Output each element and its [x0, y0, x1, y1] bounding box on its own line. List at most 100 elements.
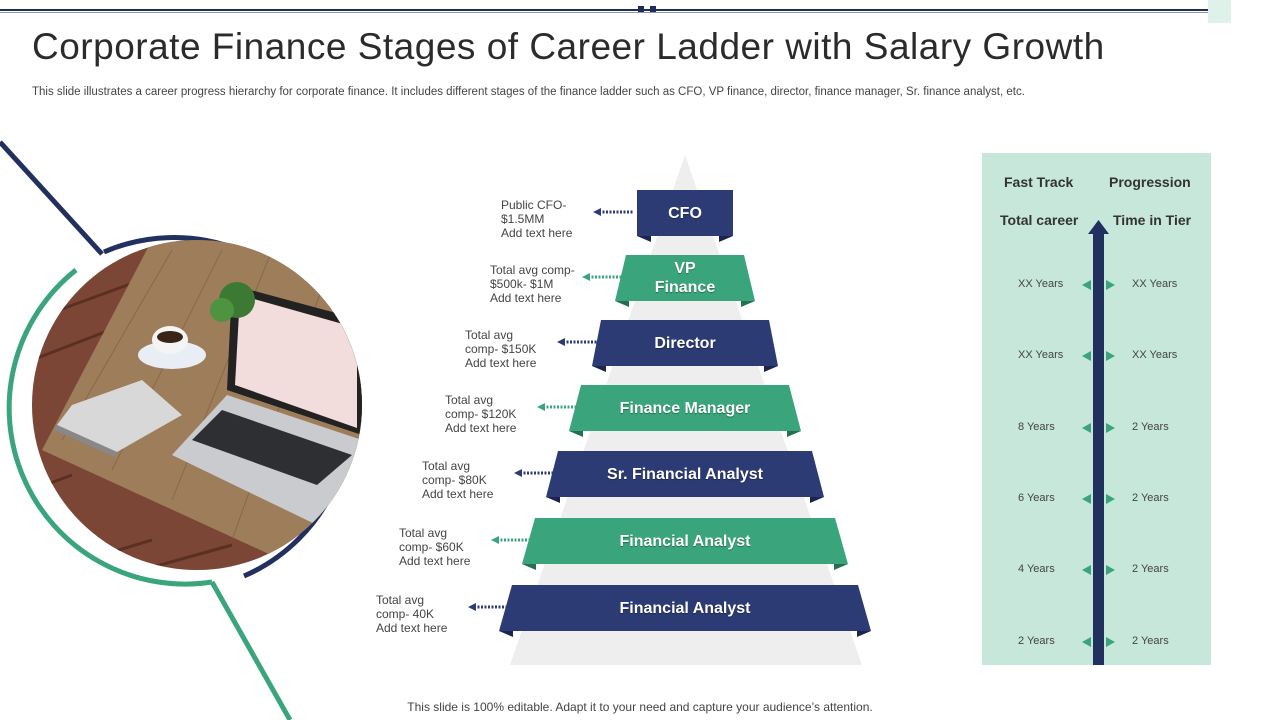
- right-arrow-icon: [1106, 351, 1115, 361]
- right-arrow-icon: [1106, 280, 1115, 290]
- total-career-value: 6 Years: [1018, 492, 1055, 504]
- left-arrow-icon: [582, 273, 590, 281]
- comp-line: comp- $60K: [399, 540, 464, 554]
- comp-line: $1.5MM: [501, 212, 545, 226]
- time-in-tier-header: Time in Tier: [1113, 212, 1192, 228]
- right-arrow-icon: [1106, 565, 1115, 575]
- comp-line: Add text here: [445, 421, 517, 435]
- tier-flap-left: [499, 631, 513, 637]
- tier-label-line: Financial Analyst: [619, 599, 751, 617]
- left-arrow-icon: [557, 338, 565, 346]
- comp-line: Add text here: [501, 226, 573, 240]
- tier-flap-right: [810, 497, 824, 503]
- comp-line: comp- 40K: [376, 607, 435, 621]
- comp-line: comp- $80K: [422, 473, 487, 487]
- tier-label-line: Director: [654, 334, 716, 352]
- time-in-tier-value: 2 Years: [1132, 635, 1169, 647]
- footer-note: This slide is 100% editable. Adapt it to…: [407, 700, 873, 714]
- comp-line: Total avg: [465, 328, 514, 342]
- comp-line: Total avg: [422, 459, 471, 473]
- tier-label: Finance Manager: [565, 399, 805, 418]
- tier-flap-right: [834, 564, 848, 570]
- tier-band: [546, 451, 824, 497]
- tier-label: Director: [565, 334, 805, 353]
- tier-flap-right: [741, 301, 755, 307]
- tier-flap-left: [546, 497, 560, 503]
- tier-label-line: CFO: [668, 204, 702, 222]
- tier-band: [569, 385, 801, 431]
- top-rule: [0, 9, 1208, 11]
- left-arrow-icon: [514, 469, 522, 477]
- tier-flap-right: [764, 366, 778, 372]
- tier-flap-left: [522, 564, 536, 570]
- time-in-tier-value: 2 Years: [1132, 563, 1169, 575]
- tier-flap-right: [857, 631, 871, 637]
- tier-label-line: Finance Manager: [619, 399, 751, 417]
- tier-label: Financial Analyst: [565, 532, 805, 551]
- tier-label-line: Sr. Financial Analyst: [607, 465, 763, 483]
- tier-band: [615, 255, 755, 301]
- left-arrow-icon: [1082, 280, 1091, 290]
- left-arrow-icon: [468, 603, 476, 611]
- total-career-value: XX Years: [1018, 278, 1064, 290]
- left-arrow-icon: [593, 208, 601, 216]
- right-arrow-icon: [1106, 637, 1115, 647]
- tier-band: [592, 320, 778, 366]
- vertical-arrow-shaft: [1093, 232, 1104, 665]
- comp-line: Public CFO-: [501, 198, 567, 212]
- tier-band: [499, 585, 871, 631]
- total-career-header: Total career: [1000, 212, 1079, 228]
- left-arrow-icon: [1082, 351, 1091, 361]
- left-arrow-icon: [1082, 423, 1091, 433]
- corner-box: [1208, 0, 1231, 23]
- tier-label: Sr. Financial Analyst: [565, 465, 805, 484]
- total-career-value: 2 Years: [1018, 635, 1055, 647]
- comp-line: $500k- $1M: [490, 277, 554, 291]
- comp-line: Add text here: [490, 291, 562, 305]
- tier-band: [637, 190, 733, 236]
- left-arrow-icon: [537, 403, 545, 411]
- tier-flap-right: [787, 431, 801, 437]
- top-dots: [638, 6, 658, 12]
- progression-header: Progression: [1109, 174, 1191, 190]
- total-career-value: 4 Years: [1018, 563, 1055, 575]
- fast-track-header: Fast Track: [1004, 174, 1074, 190]
- page-subtitle: This slide illustrates a career progress…: [32, 86, 1025, 98]
- comp-line: Total avg: [399, 526, 448, 540]
- comp-line: Add text here: [399, 554, 471, 568]
- tier-label-line: Financial Analyst: [619, 532, 751, 550]
- page-title: Corporate Finance Stages of Career Ladde…: [32, 26, 1105, 67]
- time-in-tier-value: 2 Years: [1132, 421, 1169, 433]
- tier-flap-left: [615, 301, 629, 307]
- comp-line: comp- $120K: [445, 407, 517, 421]
- comp-line: Add text here: [422, 487, 494, 501]
- comp-line: Total avg comp-: [490, 263, 575, 277]
- time-in-tier-value: XX Years: [1132, 278, 1178, 290]
- time-in-tier-value: XX Years: [1132, 349, 1178, 361]
- left-arrow-icon: [1082, 565, 1091, 575]
- right-arrow-icon: [1106, 423, 1115, 433]
- total-career-value: XX Years: [1018, 349, 1064, 361]
- comp-line: Total avg: [376, 593, 425, 607]
- total-career-value: 8 Years: [1018, 421, 1055, 433]
- tier-flap-left: [637, 236, 651, 242]
- comp-line: Add text here: [376, 621, 448, 635]
- tier-label-line: Finance: [654, 279, 716, 296]
- right-arrow-icon: [1106, 494, 1115, 504]
- comp-line: Add text here: [465, 356, 537, 370]
- left-arrow-icon: [1082, 494, 1091, 504]
- tier-flap-left: [592, 366, 606, 372]
- tier-band: [522, 518, 848, 564]
- left-arrow-icon: [491, 536, 499, 544]
- tier-flap-right: [719, 236, 733, 242]
- left-arrow-icon: [1082, 637, 1091, 647]
- top-rule-thin: [0, 12, 1208, 13]
